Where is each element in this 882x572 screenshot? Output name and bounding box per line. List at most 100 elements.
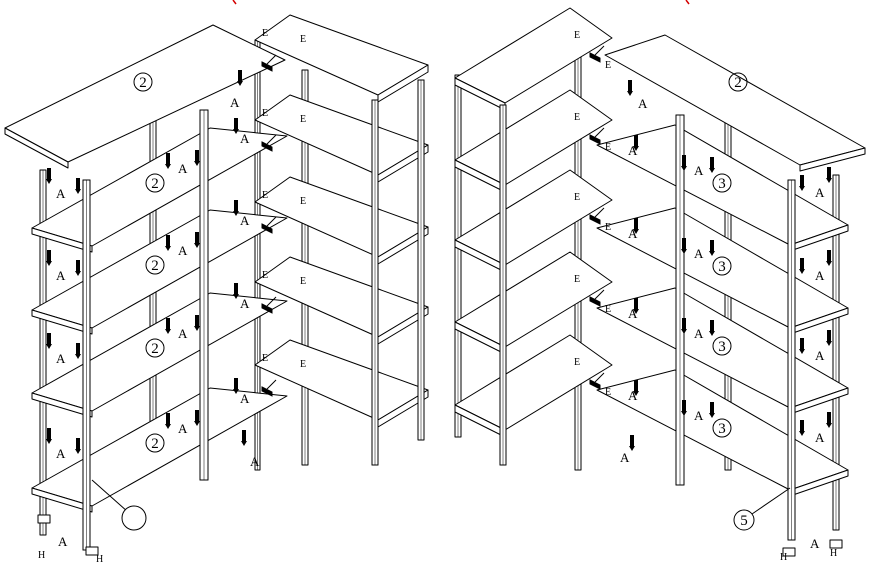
- left-label-e-0: E: [300, 34, 306, 45]
- left-bracket-e-3: [261, 296, 277, 314]
- right-left-tower-shelf-2: [454, 169, 613, 266]
- right-part-shelf-1-ring: [712, 256, 732, 276]
- right-part-shelf-0-number: 3: [718, 176, 726, 192]
- left-tower-shelf-edge-1: [31, 309, 93, 335]
- right-screw-a-r-1: [826, 250, 832, 266]
- left-part-shelf-3-number: 2: [151, 436, 159, 452]
- right-bracket-e-4-leader: [594, 372, 605, 383]
- left-screw-a-n-2-tip: [194, 326, 200, 331]
- right-part-shelf-2: 3: [712, 336, 732, 356]
- right-screw-a-r-0-tip: [826, 178, 832, 183]
- left-label-e2-4: E: [262, 353, 268, 364]
- right-screw-a-m-2-tip: [681, 329, 687, 334]
- left-screw-a-r-3-shank: [76, 438, 80, 449]
- left-callout-ring-empty: [121, 505, 147, 531]
- left-screw-a-m-0-tip: [165, 164, 171, 169]
- left-tower-shelf-edge-0: [31, 227, 93, 253]
- right-screw-a-n-0: [709, 157, 715, 173]
- right-screw-a-l-0: [799, 175, 805, 191]
- right-label-a-2: A: [815, 348, 825, 363]
- left-screw-a-n-1-tip: [194, 243, 200, 248]
- right-bracket-e-1-leader: [594, 127, 605, 138]
- left-screw-a-l-2-tip: [46, 344, 52, 349]
- left-screw-a-n-0-tip: [194, 161, 200, 166]
- right-screw-a-n-2-shank: [710, 320, 714, 331]
- right-screw-a-top-shank: [628, 80, 632, 91]
- right-screw-a-r-3: [826, 412, 832, 428]
- right-label-a-0: A: [815, 185, 825, 200]
- left-part-top-shelf-ring: [133, 72, 153, 92]
- left-part-shelf-2-ring: [145, 338, 165, 358]
- left-screw-a-t-1: [233, 200, 239, 216]
- right-label-a-1: A: [815, 268, 825, 283]
- left-screw-a-n-1: [194, 232, 200, 248]
- left-screw-a-r-2: [75, 343, 81, 359]
- right-left-tower-shelf-3: [454, 251, 613, 348]
- left-screw-a-r-3: [75, 438, 81, 454]
- left-screw-a-t-3-shank: [234, 378, 238, 389]
- left-label-e2-3: E: [262, 270, 268, 281]
- right-bracket-e-3-leader: [594, 289, 605, 300]
- right-bracket-e-1-plate: [589, 134, 601, 145]
- right-screw-a-m-2: [681, 318, 687, 334]
- left-part-shelf-3: 2: [145, 433, 165, 453]
- right-label-a2-2: A: [694, 326, 704, 341]
- left-screw-a-t-3: [233, 378, 239, 394]
- right-part-side-frame: 5: [733, 509, 755, 531]
- left-top-shelf-edge: [4, 127, 69, 169]
- left-screw-a-m-3-shank: [166, 413, 170, 424]
- right-label-e2-1: E: [605, 142, 611, 153]
- left-screw-a-r-0-tip: [75, 189, 81, 194]
- right-screw-a-t-2-tip: [633, 309, 639, 314]
- left-foot-h-2: [85, 546, 99, 556]
- left-bracket-e-2-leader: [266, 216, 277, 227]
- right-screw-a-n-3-shank: [710, 402, 714, 413]
- right-screw-a-r-3-tip: [826, 423, 832, 428]
- right-screw-a-r-1-shank: [827, 250, 831, 261]
- left-screw-a-t-0-tip: [233, 129, 239, 134]
- right-screw-a-r-2-shank: [827, 330, 831, 341]
- left-screw-a-t-1-shank: [234, 200, 238, 211]
- left-screw-a-l-3-tip: [46, 439, 52, 444]
- left-screw-a-l-1-shank: [47, 250, 51, 261]
- left-bracket-e-4: [261, 379, 277, 397]
- left-label-a2-0: A: [178, 161, 188, 176]
- left-label-e2-2: E: [262, 190, 268, 201]
- right-screw-a-n-3-tip: [709, 413, 715, 418]
- right-screw-a-t-1-tip: [633, 229, 639, 234]
- left-screw-a-r-2-shank: [76, 343, 80, 354]
- right-screw-a-r-0-shank: [827, 167, 831, 178]
- left-label-a2-1: A: [178, 243, 188, 258]
- left-screw-a-top-tip: [237, 81, 243, 86]
- right-label-e2-3: E: [605, 304, 611, 315]
- right-label-e2-2: E: [605, 222, 611, 233]
- right-screw-a-m-1-tip: [681, 249, 687, 254]
- right-part-top-shelf: 2: [728, 72, 748, 92]
- left-bracket-e-1-plate: [261, 141, 273, 152]
- left-screw-a-n-3-shank: [195, 410, 199, 421]
- right-screw-a-l-1-shank: [800, 258, 804, 269]
- left-screw-a-l-2: [46, 333, 52, 349]
- right-part-shelf-2-number: 3: [718, 339, 726, 355]
- right-label-a2-1: A: [694, 246, 704, 261]
- right-part-shelf-0-ring: [712, 173, 732, 193]
- left-bracket-e-0-leader: [266, 54, 277, 65]
- left-screw-a-n-2-shank: [195, 315, 199, 326]
- left-bracket-e-1-leader: [266, 134, 277, 145]
- left-label-a-1: A: [56, 268, 66, 283]
- left-label-a-2: A: [56, 351, 66, 366]
- right-bracket-e-1: [589, 127, 605, 145]
- left-label-e-4: E: [300, 359, 306, 370]
- right-part-shelf-3-ring: [712, 418, 732, 438]
- right-label-h-1: H: [780, 552, 787, 563]
- right-screw-a-l-0-tip: [799, 186, 805, 191]
- left-screw-a-r-0-shank: [76, 178, 80, 189]
- left-screw-a-l-1-tip: [46, 261, 52, 266]
- left-label-a-top: A: [230, 95, 240, 110]
- left-label-a-foot: A: [58, 534, 68, 549]
- right-label-a-3: A: [815, 430, 825, 445]
- accent-mark-right: [685, 0, 690, 5]
- right-label-a-loose: A: [620, 450, 630, 465]
- left-screw-a-n-0: [194, 150, 200, 166]
- left-label-a3-1: A: [240, 213, 250, 228]
